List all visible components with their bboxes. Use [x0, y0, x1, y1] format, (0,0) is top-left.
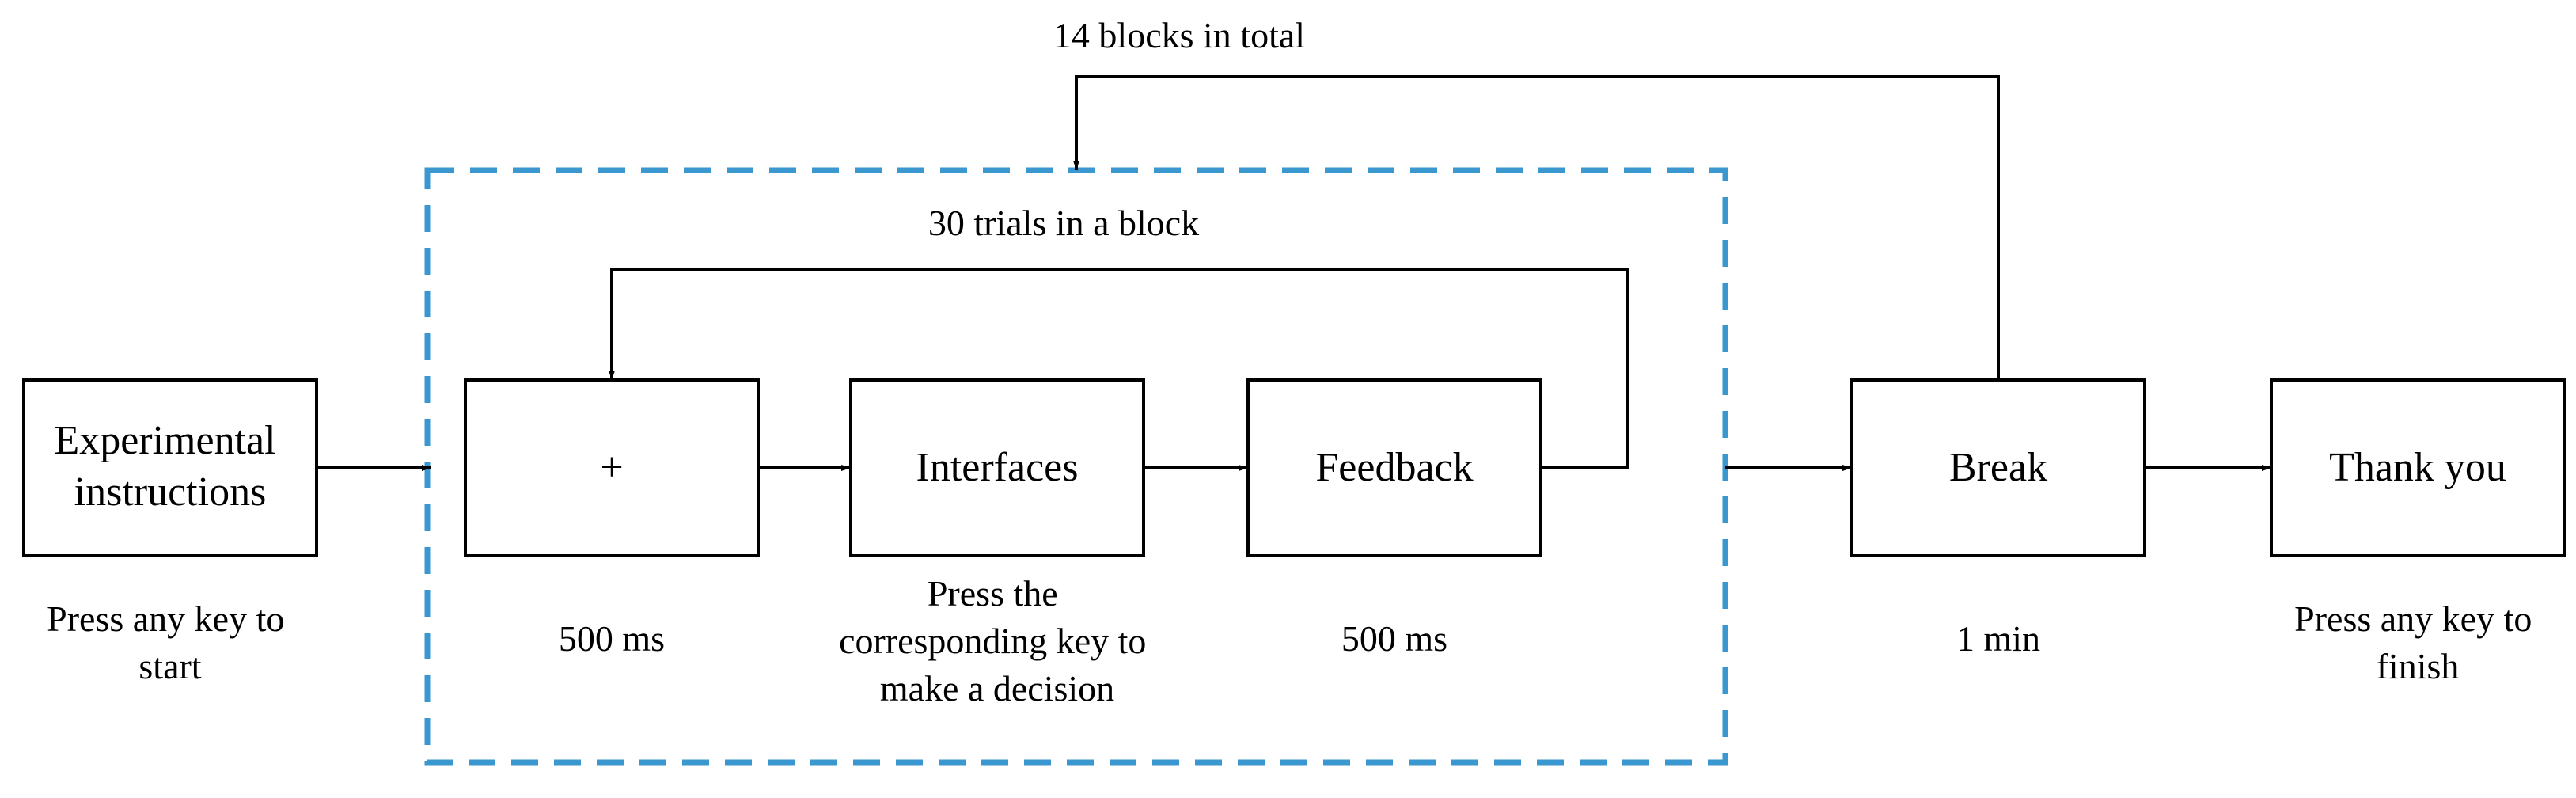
break-note: 1 min [1956, 618, 2040, 659]
trial-loop-arrow [609, 268, 1629, 469]
break-box-label: Break [1949, 445, 2047, 490]
fixation-note: 500 ms [559, 618, 665, 659]
block-loop-arrow [1073, 75, 2000, 380]
interfaces-note: Press the corresponding key to make a de… [839, 573, 1155, 709]
interfaces-box-label: Interfaces [916, 445, 1079, 490]
thank-you-box-label: Thank you [2329, 445, 2506, 490]
trial-loop-label: 30 trials in a block [928, 203, 1199, 243]
instructions-box [22, 378, 318, 557]
feedback-box-label: Feedback [1315, 445, 1473, 490]
instructions-box-label: Experimental instructions [54, 418, 286, 515]
block-loop-label: 14 blocks in total [1053, 15, 1305, 55]
fixation-box-label: + [600, 445, 623, 490]
thank-you-note: Press any key to finish [2294, 598, 2541, 686]
feedback-note: 500 ms [1341, 618, 1447, 659]
interfaces-box [849, 378, 1145, 557]
instructions-note: Press any key to start [47, 598, 294, 686]
